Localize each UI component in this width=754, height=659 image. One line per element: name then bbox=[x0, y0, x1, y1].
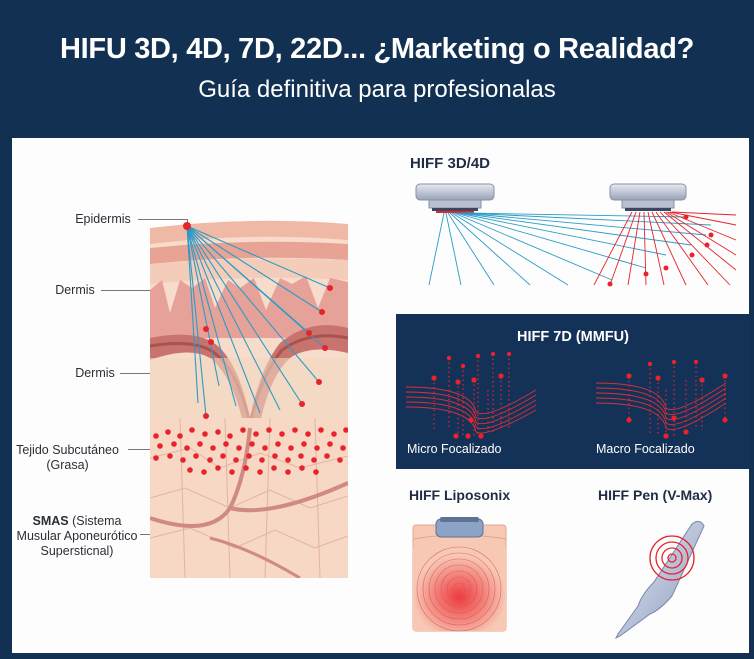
label-text: Musular Aponeurótico bbox=[16, 529, 138, 543]
label-dermis-1: Dermis bbox=[40, 283, 110, 298]
page-subtitle: Guía definitiva para profesionalas bbox=[198, 76, 556, 103]
label-bold: SMAS bbox=[32, 514, 69, 528]
label-line: SMAS (Sistema bbox=[12, 514, 142, 529]
label-subcutaneous: Tejido Subcutáneo (Grasa) bbox=[10, 443, 125, 473]
frame-border bbox=[749, 138, 754, 659]
label-smas: SMAS (Sistema Musular Aponeurótico Super… bbox=[12, 514, 142, 559]
section-title-hiff-pen: HIFF Pen (V-Max) bbox=[598, 487, 713, 503]
hiff-liposonix-illustration bbox=[412, 517, 507, 632]
header: HIFU 3D, 4D, 7D, 22D... ¿Marketing o Rea… bbox=[0, 0, 754, 137]
hiff-3d4d-illustration bbox=[396, 180, 746, 310]
section-title-hiff-liposonix: HIFF Liposonix bbox=[409, 487, 511, 503]
section-title-hiff-3d4d: HIFF 3D/4D bbox=[410, 155, 491, 172]
hiff-pen-illustration bbox=[600, 510, 750, 650]
label-epidermis: Epidermis bbox=[58, 212, 148, 227]
label-text: (Sistema bbox=[68, 514, 122, 528]
micro-macro-focus-illustration bbox=[405, 351, 728, 439]
label-text: Dermis bbox=[55, 283, 95, 297]
section-title-hiff-7d: HIFF 7D (MMFU) bbox=[517, 329, 629, 345]
skin-cross-section-illustration bbox=[150, 218, 348, 578]
label-text: Tejido Subcutáneo bbox=[16, 443, 119, 457]
label-text: Dermis bbox=[75, 366, 115, 380]
macro-focalizado-label: Macro Focalizado bbox=[596, 442, 695, 456]
page-title: HIFU 3D, 4D, 7D, 22D... ¿Marketing o Rea… bbox=[60, 33, 694, 65]
hiff-7d-panel: HIFF 7D (MMFU) bbox=[396, 314, 750, 469]
label-text: (Grasa) bbox=[46, 458, 89, 472]
label-text: Supersticnal) bbox=[40, 544, 114, 558]
label-text: Epidermis bbox=[75, 212, 131, 226]
micro-focalizado-label: Micro Focalizado bbox=[407, 442, 502, 456]
label-dermis-2: Dermis bbox=[60, 366, 130, 381]
leader-line bbox=[138, 219, 188, 220]
focal-points-fat bbox=[153, 427, 348, 475]
